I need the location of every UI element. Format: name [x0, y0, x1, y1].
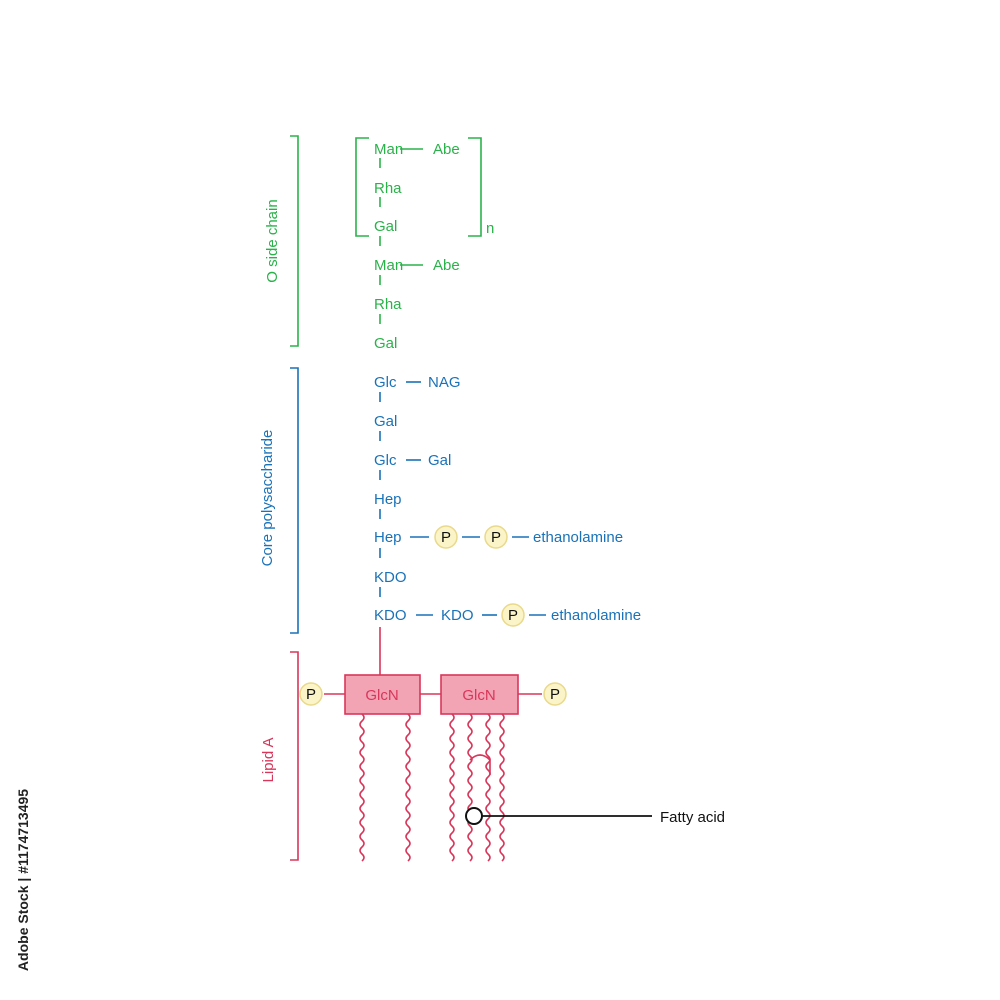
- sugar-kdo: KDO: [374, 569, 407, 586]
- sugar-glc: Glc: [374, 452, 397, 469]
- fatty-acid-chain: [405, 713, 411, 862]
- glcn-box: [440, 674, 519, 715]
- sugar-kdo: KDO: [441, 607, 474, 624]
- glcn-label: GlcN: [365, 687, 398, 704]
- sugar-gal: Gal: [374, 413, 397, 430]
- sugar-rha: Rha: [374, 296, 402, 313]
- fatty-acid-branch-loop: [469, 754, 491, 775]
- core-phosphates: [434, 525, 525, 627]
- fatty-acid-chain: [485, 713, 491, 862]
- core-bracket: [290, 367, 299, 634]
- ethanolamine-label: ethanolamine: [533, 529, 623, 546]
- sugar-gal: Gal: [374, 335, 397, 352]
- sugar-abe-repeat: Abe: [433, 141, 460, 158]
- fatty-acid-chain: [449, 713, 455, 862]
- fatty-acid-chain: [499, 713, 505, 862]
- core-group: [290, 367, 546, 634]
- repeat-bracket-left: [355, 137, 369, 237]
- o-side-chain-label: O side chain: [264, 199, 281, 282]
- fatty-acid-chains: [359, 713, 505, 862]
- sugar-hep: Hep: [374, 491, 402, 508]
- sugar-man-repeat: Man: [374, 141, 403, 158]
- sugar-nag: NAG: [428, 374, 461, 391]
- lipid-a-bracket: [290, 651, 299, 861]
- glcn-box: [344, 674, 421, 715]
- fatty-acid-label: Fatty acid: [660, 809, 725, 826]
- phosphate-label: P: [550, 686, 560, 703]
- sugar-hep: Hep: [374, 529, 402, 546]
- phosphate-label: P: [491, 529, 501, 546]
- sugar-rha-repeat: Rha: [374, 180, 402, 197]
- phosphate-circle: [501, 603, 525, 627]
- o-side-chain-bracket: [290, 135, 299, 347]
- lipid-phosphates: [299, 682, 567, 706]
- stock-id-text: Adobe Stock | #1174713495: [15, 788, 31, 972]
- lipid-a-label: Lipid A: [260, 737, 277, 782]
- core-polysaccharide-label: Core polysaccharide: [259, 430, 276, 567]
- ethanolamine-label: ethanolamine: [551, 607, 641, 624]
- fatty-acid-marker: [465, 807, 483, 825]
- sugar-gal: Gal: [428, 452, 451, 469]
- phosphate-circle: [484, 525, 508, 549]
- o-side-chain-group: [290, 135, 482, 347]
- phosphate-circle: [299, 682, 323, 706]
- phosphate-circle: [434, 525, 458, 549]
- phosphate-circle: [543, 682, 567, 706]
- glcn-label: GlcN: [462, 687, 495, 704]
- fatty-acid-chain: [467, 713, 473, 862]
- sugar-man: Man: [374, 257, 403, 274]
- sugar-gal-repeat: Gal: [374, 218, 397, 235]
- stock-id-watermark: Adobe Stock | #1174713495: [8, 760, 38, 1000]
- sugar-abe: Abe: [433, 257, 460, 274]
- sugar-glc: Glc: [374, 374, 397, 391]
- phosphate-label: P: [508, 607, 518, 624]
- repeat-bracket-right: [468, 137, 482, 237]
- lipid-a-group: [290, 627, 542, 861]
- sugar-kdo: KDO: [374, 607, 407, 624]
- repeat-count-n: n: [486, 220, 494, 237]
- phosphate-label: P: [441, 529, 451, 546]
- fatty-acid-chain: [359, 713, 365, 862]
- phosphate-label: P: [306, 686, 316, 703]
